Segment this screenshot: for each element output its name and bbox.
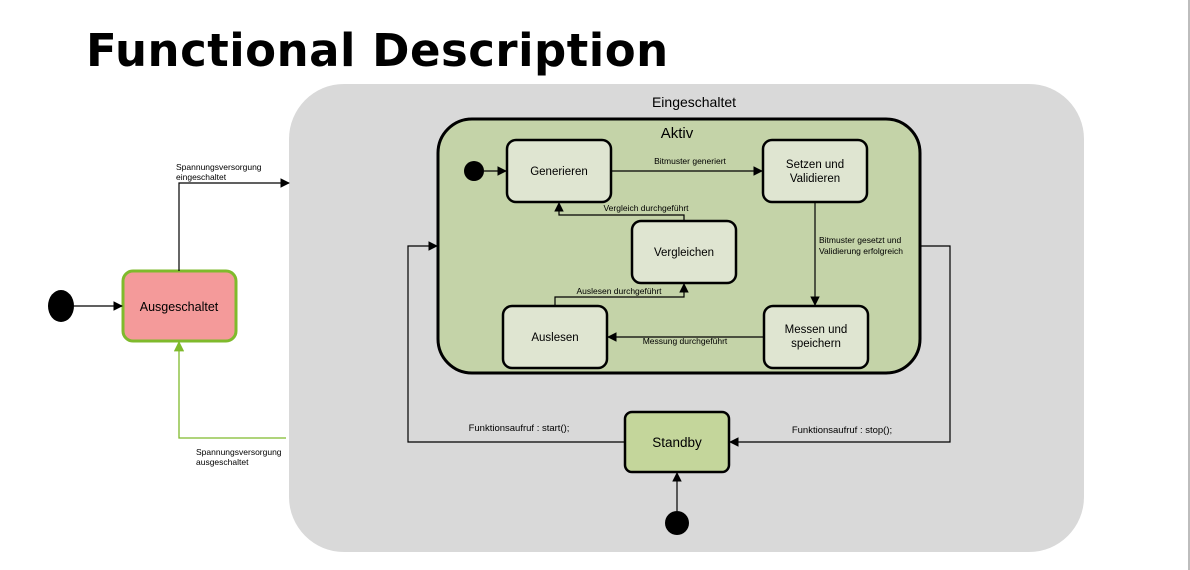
state-standby-label: Standby (652, 435, 702, 450)
transition-standby-to-aktiv (407, 241, 625, 443)
initial-node-standby (665, 511, 689, 535)
transition-label-bitmuster-gesetzt-line2: Validierung erfolgreich (819, 246, 903, 256)
page-title: Functional Description (86, 24, 669, 77)
transition-label-power-on-line2: eingeschaltet (176, 172, 227, 182)
transition-ausgeschaltet-to-eingeschaltet (178, 178, 290, 271)
transition-label-start-call: Funktionsaufruf : start(); (469, 423, 570, 434)
transition-eingeschaltet-to-ausgeschaltet (173, 340, 286, 439)
state-messen-und-speichern (762, 304, 870, 370)
state-auslesen-label: Auslesen (531, 332, 578, 344)
transition-label-bitmuster-gesetzt-line1: Bitmuster gesetzt und (819, 235, 901, 245)
transition-label-power-off-line2: ausgeschaltet (196, 457, 249, 467)
transition-aktiv-to-standby (729, 245, 951, 447)
state-setzen-und-validieren (761, 138, 869, 204)
state-vergleichen-label: Vergleichen (654, 247, 714, 259)
transition-auslesen-to-vergleichen (554, 283, 689, 306)
state-messen-label-line1: Messen und (785, 324, 848, 336)
transition-label-vergleich-durchgefuehrt: Vergleich durchgeführt (603, 203, 689, 213)
state-eingeschaltet-label: Eingeschaltet (652, 94, 736, 110)
transition-label-bitmuster-generiert: Bitmuster generiert (654, 156, 726, 166)
slide-edge-divider (1188, 0, 1190, 570)
transition-label-power-on-line1: Spannungsversorgung (176, 162, 262, 172)
state-setzen-label-line2: Validieren (790, 173, 840, 185)
state-ausgeschaltet-label: Ausgeschaltet (140, 300, 219, 314)
state-generieren-label: Generieren (530, 166, 588, 178)
transition-label-stop-call: Funktionsaufruf : stop(); (792, 425, 892, 436)
initial-node-aktiv (464, 161, 484, 181)
state-messen-label-line2: speichern (791, 338, 841, 350)
state-aktiv-label: Aktiv (661, 125, 694, 142)
initial-node-main (48, 290, 74, 322)
transition-label-auslesen-durchgefuehrt: Auslesen durchgeführt (576, 286, 662, 296)
state-setzen-label-line1: Setzen und (786, 159, 844, 171)
transition-vergleichen-to-generieren (554, 202, 685, 221)
transition-label-power-off-line1: Spannungsversorgung (196, 447, 282, 457)
transition-label-messung-durchgefuehrt: Messung durchgeführt (643, 336, 728, 346)
